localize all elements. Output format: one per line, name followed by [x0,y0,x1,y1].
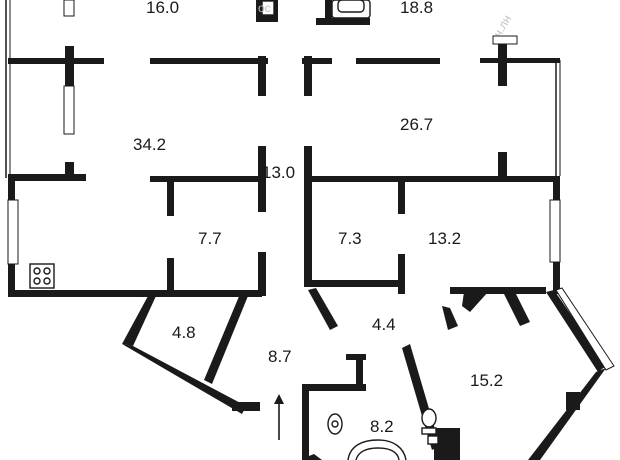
room-area-15-2: 15.2 [470,371,503,390]
room-15-2-walls [442,287,615,460]
room-area-26-7: 26.7 [400,115,433,134]
bath-walls [402,344,460,460]
middle-horizontal-walls [8,146,560,284]
svg-text:ч.лн: ч.лн [490,12,514,39]
room-area-7-7: 7.7 [198,229,222,248]
room-area-8-2: 8.2 [370,417,394,436]
top-window [63,0,75,17]
hall-walls [302,288,366,460]
bathtub-icon [347,439,407,460]
room-area-13-2: 13.2 [428,229,461,248]
room-area-4-4: 4.4 [372,315,396,334]
room-area-18-8: 18.8 [400,0,433,17]
room-area-4-8: 4.8 [172,323,196,342]
sink-icon [327,413,343,435]
room-area-8-7: 8.7 [268,347,292,366]
room-area-16-0: 16.0 [146,0,179,17]
outer-boundary [5,0,561,178]
kitchen-outline [7,176,262,297]
room-area-34-2: 34.2 [133,135,166,154]
top-fixture: oc [256,0,371,25]
stove-icon [29,263,55,289]
room-4-8-walls [122,294,260,414]
room-7-3-walls [304,176,546,294]
entrance-arrow-icon [274,394,284,440]
partial-watermark-text: oc [258,1,271,15]
left-window [63,46,75,178]
room-area-13-0: 13.0 [262,163,295,182]
room-labels: 16.0 18.8 34.2 26.7 13.0 7.7 7.3 13.2 4.… [133,0,503,436]
toilet-icon [421,408,437,435]
room-area-7-3: 7.3 [338,229,362,248]
upper-horizontal-walls [8,35,560,96]
room-13-2-walls [549,176,561,294]
room-7-7-walls [167,176,266,296]
watermark: ч.лн [490,12,514,39]
